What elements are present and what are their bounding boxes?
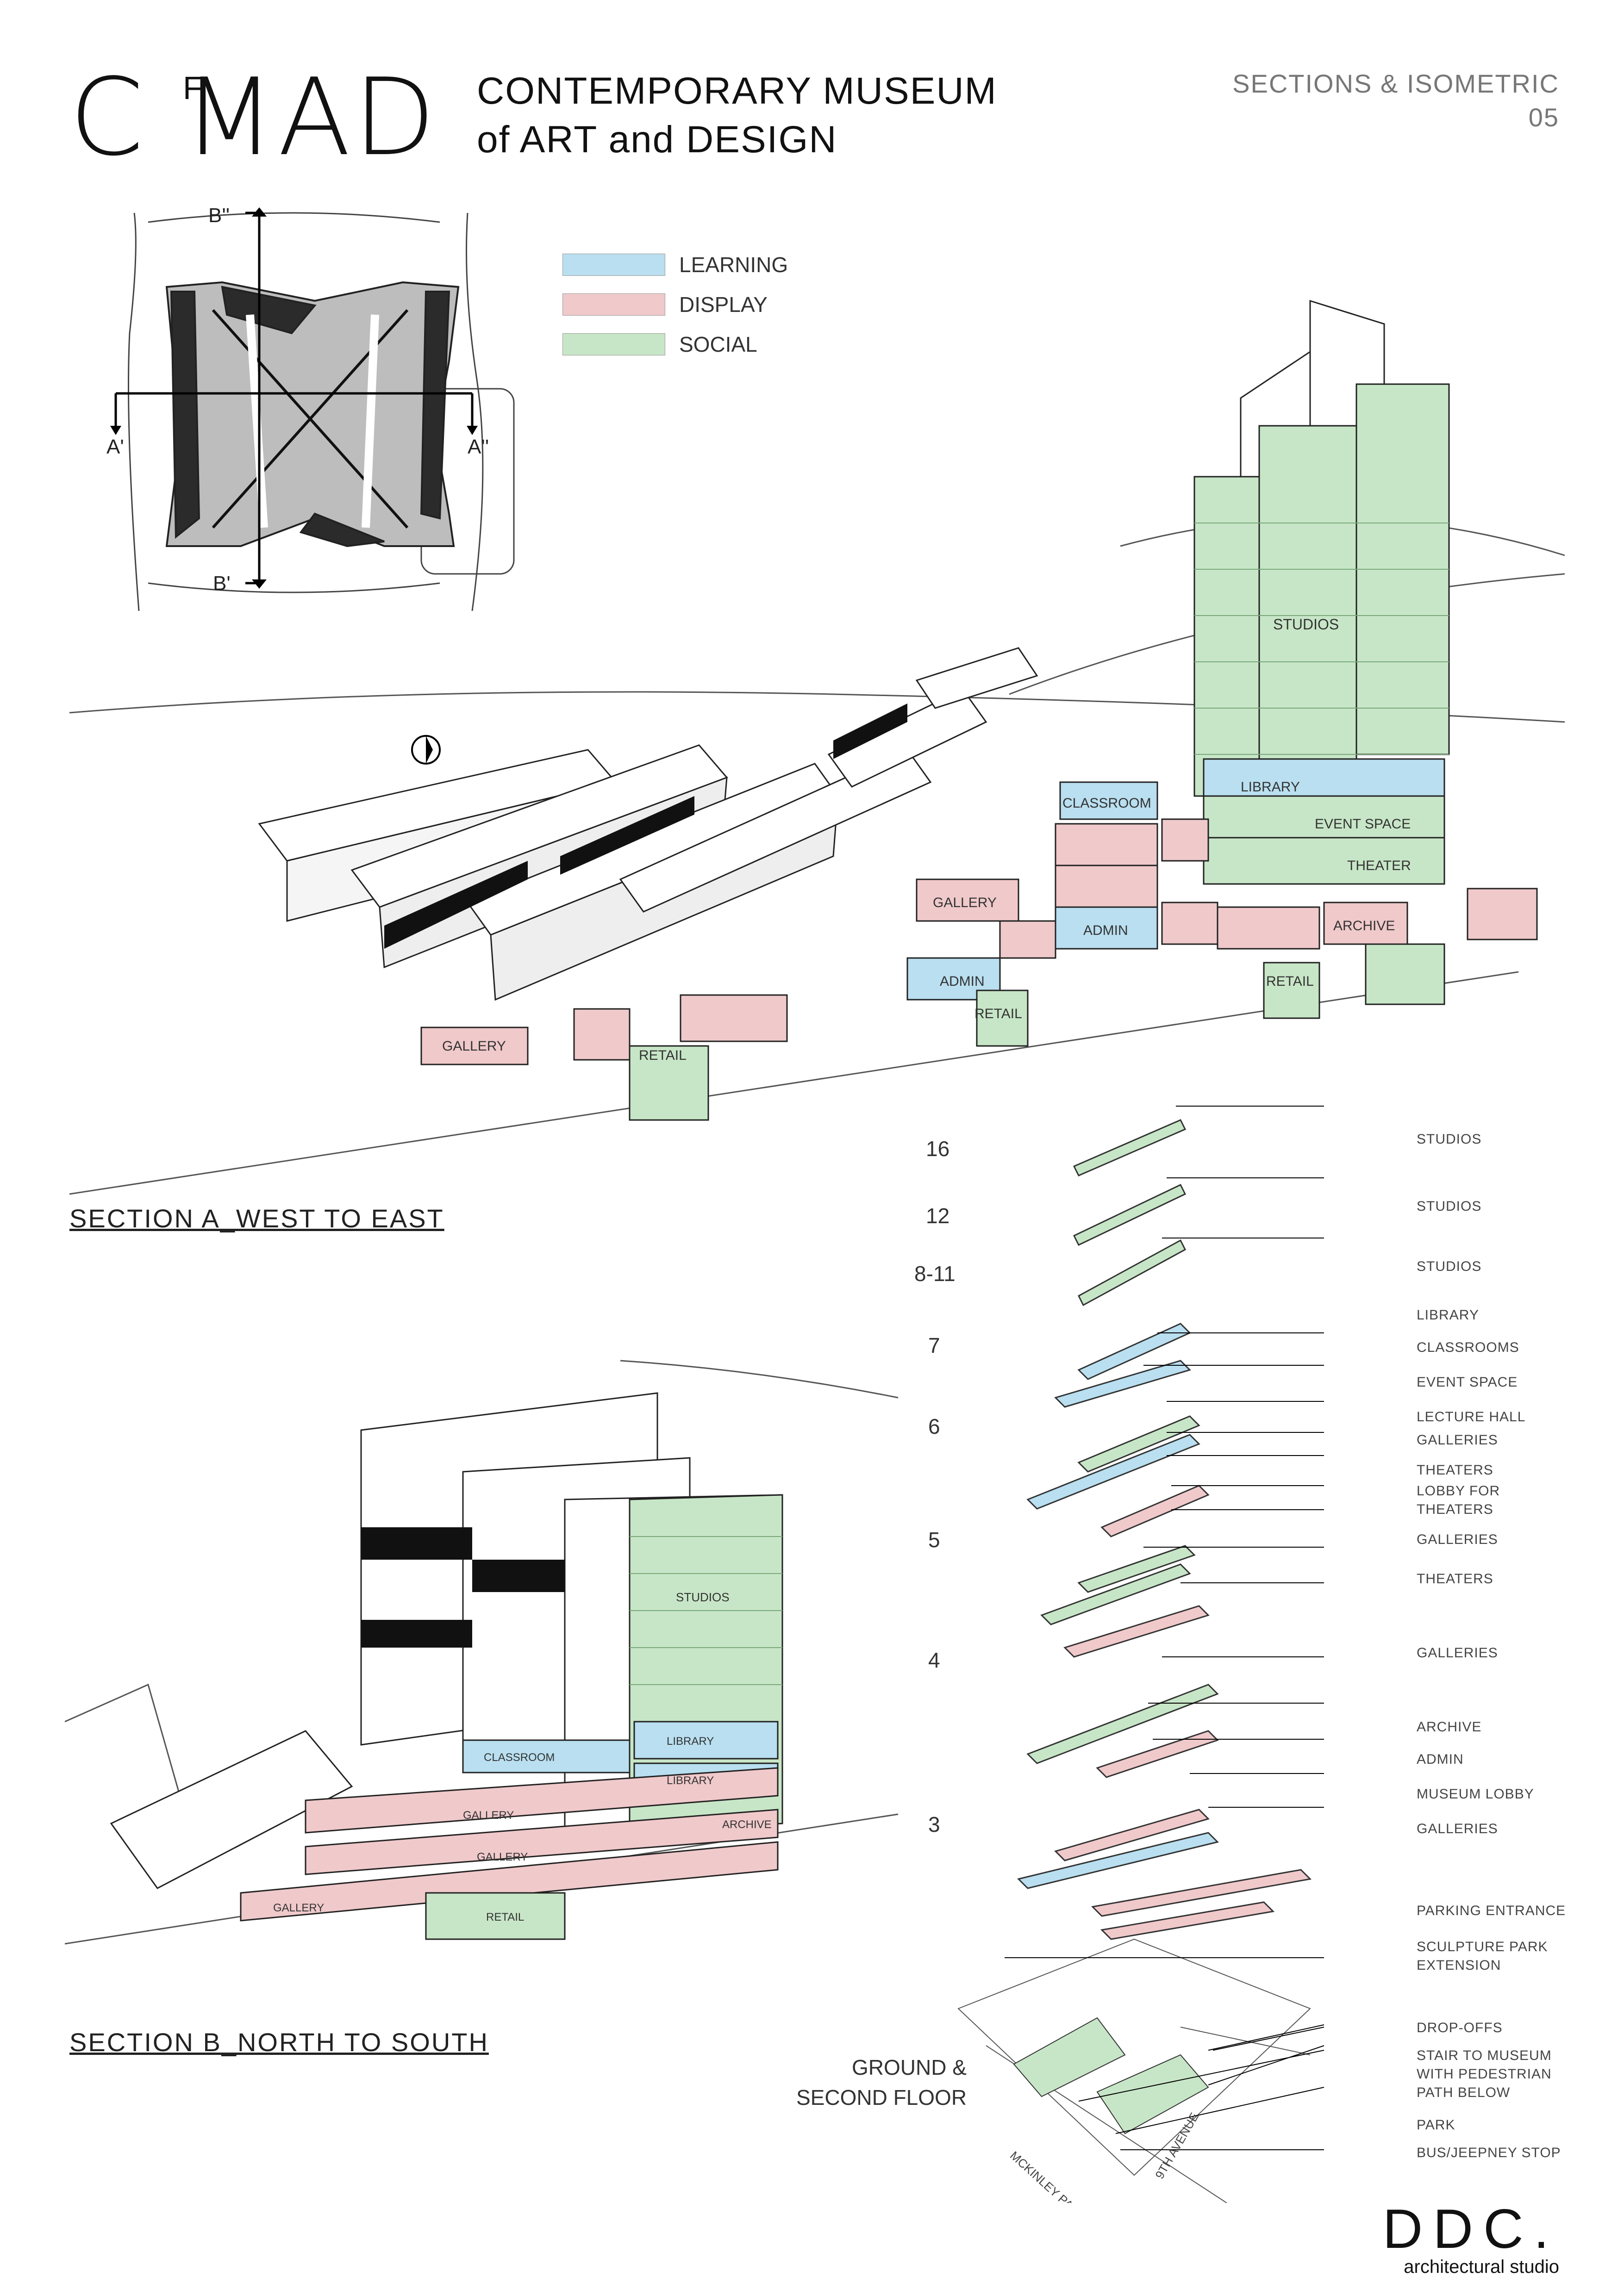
tag-retail: RETAIL (974, 1006, 1022, 1021)
sheet-title: SECTIONS & ISOMETRIC (1232, 69, 1559, 98)
callout-park: PARK (1417, 2117, 1455, 2133)
callout-museum-lobby: MUSEUM LOBBY (1417, 1786, 1534, 1802)
callout-galleries: GALLERIES (1417, 1821, 1498, 1836)
floor-8-11: 8-11 (914, 1262, 956, 1286)
section-a-label: SECTION A_WEST TO EAST (69, 1204, 444, 1233)
tag-classroom: CLASSROOM (1062, 796, 1151, 811)
exploded-floor-diagram: MCKINLEY PARKWAY 9TH AVENUE (957, 1106, 1324, 2203)
legend-label: DISPLAY (679, 292, 768, 317)
keyplan-mark-a2: A'' (468, 436, 489, 458)
section-b-label: SECTION B_NORTH TO SOUTH (69, 2028, 489, 2057)
logo-wordmark: C MAD (69, 56, 438, 180)
sheet-number: 05 (1528, 102, 1559, 132)
studio-subtitle: architectural studio (1404, 2257, 1559, 2277)
floor-4: 4 (928, 1648, 940, 1672)
callout-studios: STUDIOS (1417, 1199, 1482, 1214)
studio-stamp: DDC. architectural studio (1383, 2201, 1559, 2277)
legend-swatch-learning (562, 254, 665, 276)
callout-studios: STUDIOS (1417, 1259, 1482, 1274)
callout-lobby-for: LOBBY FOR (1417, 1483, 1500, 1499)
tag-studios: STUDIOS (676, 1590, 730, 1604)
sheet-info: SECTIONS & ISOMETRIC 05 (1232, 67, 1559, 135)
callout-admin: ADMIN (1417, 1752, 1464, 1767)
tag-library: LIBRARY (667, 1774, 714, 1787)
legend-label: LEARNING (679, 253, 788, 277)
legend-swatch-social (562, 333, 665, 355)
tag-gallery: GALLERY (463, 1809, 514, 1822)
callout-sculpture-extension: EXTENSION (1417, 1958, 1501, 1973)
legend-label: SOCIAL (679, 332, 757, 356)
tag-gallery: GALLERY (477, 1851, 528, 1863)
tag-event-space: EVENT SPACE (1315, 816, 1411, 832)
tag-theater: THEATER (1347, 858, 1411, 873)
tag-classroom: CLASSROOM (484, 1751, 555, 1764)
tag-gallery: GALLERY (442, 1039, 506, 1054)
callout-lobby-theaters: THEATERS (1417, 1502, 1493, 1517)
callout-bus-jeepney-stop: BUS/JEEPNEY STOP (1417, 2145, 1561, 2160)
callout-archive: ARCHIVE (1417, 1719, 1482, 1735)
section-a-isometric: STUDIOS LIBRARY CLASSROOM EVENT SPACE TH… (69, 299, 1565, 1195)
callout-galleries: GALLERIES (1417, 1432, 1498, 1448)
key-plan: B'' A' A'' B' (106, 204, 515, 611)
studio-name: DDC. (1382, 2198, 1559, 2260)
floor-16: 16 (926, 1137, 950, 1161)
title-line-1: CONTEMPORARY MUSEUM (477, 70, 997, 112)
keyplan-mark-b2: B'' (208, 204, 230, 227)
title-line-2: of ART and DESIGN (477, 118, 837, 161)
tag-gallery: GALLERY (273, 1902, 324, 1914)
tag-library: LIBRARY (667, 1735, 714, 1748)
tag-retail: RETAIL (1266, 974, 1314, 989)
callout-event-space: EVENT SPACE (1417, 1375, 1518, 1390)
arrow-up-icon (252, 207, 267, 217)
callout-stair-pedestrian: WITH PEDESTRIAN (1417, 2066, 1552, 2082)
tag-studios: STUDIOS (1273, 616, 1339, 633)
callout-stair-path-below: PATH BELOW (1417, 2085, 1511, 2100)
legend: LEARNING DISPLAY SOCIAL (562, 252, 788, 357)
callout-drop-offs: DROP-OFFS (1417, 2020, 1503, 2035)
callout-theaters: THEATERS (1417, 1462, 1493, 1478)
tag-admin: ADMIN (1083, 923, 1128, 938)
arrow-down-icon (467, 426, 478, 435)
section-cut-lines (114, 212, 474, 585)
callout-stair-to-museum: STAIR TO MUSEUM (1417, 2048, 1552, 2063)
floor-6: 6 (928, 1414, 940, 1438)
keyplan-mark-a1: A' (106, 436, 124, 458)
legend-item-display: DISPLAY (562, 292, 788, 317)
callout-studios: STUDIOS (1417, 1132, 1482, 1147)
floor-ground: GROUND & (852, 2055, 967, 2079)
tag-archive: ARCHIVE (722, 1818, 772, 1831)
floor-3: 3 (928, 1812, 940, 1836)
floor-second: SECOND FLOOR (796, 2085, 967, 2109)
legend-item-social: SOCIAL (562, 332, 788, 357)
legend-swatch-display (562, 293, 665, 316)
callout-leader-lines (1005, 1106, 1324, 2150)
keyplan-mark-b1: B' (213, 572, 231, 595)
arrow-down-icon (252, 579, 267, 589)
section-b-isometric: STUDIOS CLASSROOM LIBRARY LIBRARY GALLER… (65, 1360, 899, 1945)
callout-galleries: GALLERIES (1417, 1645, 1498, 1661)
callout-library: LIBRARY (1417, 1307, 1479, 1323)
tag-archive: ARCHIVE (1333, 918, 1395, 933)
callout-theaters: THEATERS (1417, 1571, 1493, 1587)
tag-library: LIBRARY (1241, 779, 1300, 795)
callout-lecture-hall: LECTURE HALL (1417, 1409, 1526, 1425)
callout-classrooms: CLASSROOMS (1417, 1340, 1519, 1355)
street-mckinley: MCKINLEY PARKWAY (1007, 2148, 1108, 2203)
callout-parking-entrance: PARKING ENTRANCE (1417, 1903, 1566, 1918)
logo-superscript: F (183, 70, 203, 106)
tag-retail: RETAIL (639, 1048, 687, 1063)
floor-12: 12 (926, 1204, 950, 1228)
floor-7: 7 (928, 1333, 940, 1357)
callout-sculpture-park: SCULPTURE PARK (1417, 1939, 1548, 1954)
tag-gallery: GALLERY (933, 895, 997, 910)
legend-item-learning: LEARNING (562, 252, 788, 277)
arrow-down-icon (110, 426, 121, 435)
tag-retail: RETAIL (486, 1911, 524, 1923)
callout-galleries: GALLERIES (1417, 1532, 1498, 1547)
tag-admin: ADMIN (940, 974, 985, 989)
floor-5: 5 (928, 1528, 940, 1552)
